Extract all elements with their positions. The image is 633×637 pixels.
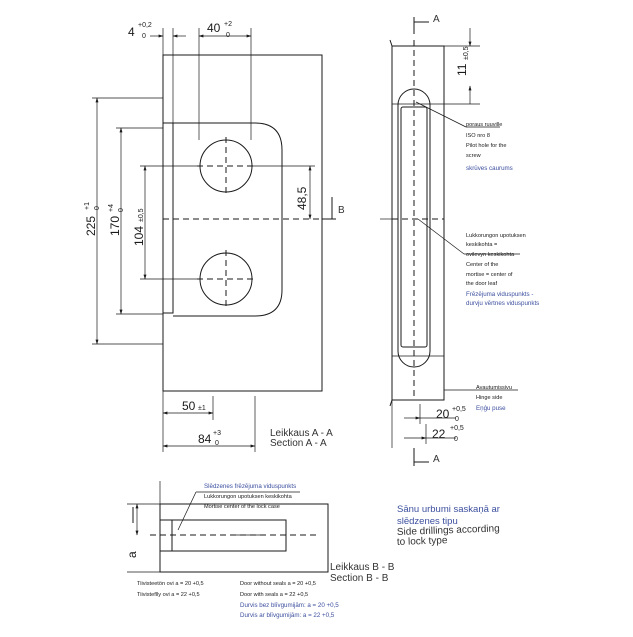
dim-offset: 4: [128, 25, 135, 39]
dim-50: 50: [182, 399, 196, 413]
center-fi-2: keskikohta =: [466, 242, 497, 248]
mortise-pocket: [173, 122, 283, 317]
door-outline: [162, 54, 323, 392]
dim-width-40: 40: [207, 21, 221, 35]
section-label-fi: Leikkaus A - A: [270, 428, 333, 439]
dim-height-225-tol-bottom: 0: [94, 206, 101, 210]
note-fi-1: Tiivisteetön ovi a = 20 +0,5: [137, 581, 204, 587]
dim-11: 11: [455, 63, 469, 76]
dim-22-tol-top: +0,5: [450, 425, 464, 432]
side-view: A A 11 ±0,5 poraus ruuville ISO nro 8 Pi…: [380, 14, 539, 466]
bottom-center-fi: Lukkorungon upotuksen keskikohta: [204, 494, 293, 500]
section-b-fi: Leikkaus B - B: [330, 562, 395, 573]
center-en-1: Center of the: [466, 262, 498, 268]
dim-height-225-tol: +1: [84, 202, 91, 210]
note-en-1: Door without seals a = 20 +0,5: [240, 581, 316, 587]
dim-height-170-tol-bottom: 0: [118, 208, 125, 212]
dim-width-40-tol-bottom: 0: [226, 32, 230, 39]
dim-spacing-104: 104: [132, 226, 146, 246]
hinge-lv: Eņģu puse: [476, 405, 506, 412]
pilot-hole-en-2: screw: [466, 153, 482, 159]
dim-50-tol: ±1: [198, 405, 206, 412]
dim-84-tol-bottom: 0: [215, 440, 219, 447]
bottom-center-en: Mortise center of the lock case: [204, 504, 280, 510]
dim-84: 84: [198, 432, 212, 446]
side-drillings-title-en-2: to lock type: [397, 535, 448, 548]
dim-20: 20: [436, 407, 450, 421]
section-label-en: Section A - A: [270, 438, 327, 449]
note-en-2: Door with seals a = 22 +0,5: [240, 592, 308, 598]
center-lv-2: durvju vērtnes viduspunkts: [466, 300, 539, 307]
door-edge: [391, 45, 445, 401]
note-lv-1: Durvis bez blīvgumijām: a = 20 +0,5: [240, 602, 339, 609]
side-drillings-title-lv-1: Sānu urbumi saskaņā ar: [397, 504, 500, 515]
side-drillings-title-en-1: Side drillings according: [397, 523, 500, 538]
side-drillings-title-lv-2: slēdzenes tipu: [397, 516, 458, 527]
dim-spacing-104-tol: ±0,5: [138, 208, 145, 222]
section-marker-a-bottom: A: [433, 454, 440, 465]
center-lv-1: Frēzējuma viduspunkts -: [466, 291, 533, 298]
dim-height-225: 225: [84, 216, 98, 236]
bottom-center-lv: Slēdzenes frēzējuma viduspunkts: [204, 483, 296, 490]
section-b-en: Section B - B: [330, 573, 389, 584]
pilot-hole-en-1: Pilot hole for the: [466, 143, 506, 149]
pilot-hole-fi-2: ISO nro 8: [466, 133, 490, 139]
dim-22: 22: [432, 427, 446, 441]
pilot-hole-fi-1: poraus ruuville: [466, 122, 502, 128]
hinge-en: Hinge side: [476, 395, 502, 401]
faceplate-strip: [162, 122, 174, 314]
dim-height-170-tol: +4: [108, 204, 115, 212]
dim-48-5: 48,5: [295, 186, 309, 210]
dim-22-tol-bottom: 0: [454, 436, 458, 443]
center-en-2: mortise = center of: [466, 272, 513, 278]
front-view: 4 +0,2 0 40 +2 0 225 +1 0 170 +4 0 104 ±…: [84, 21, 345, 452]
dim-84-tol-top: +3: [213, 430, 221, 437]
lower-hole: [197, 250, 255, 308]
section-marker-b: B: [338, 205, 345, 216]
upper-hole: [197, 137, 255, 195]
dim-width-40-tol-top: +2: [224, 21, 232, 28]
bottom-view: a Slēdzenes frēzējuma viduspunkts Lukkor…: [125, 481, 500, 619]
note-fi-2: Tiivisteflly ovi a = 22 +0,5: [137, 592, 200, 598]
center-en-3: the door leaf: [466, 281, 498, 287]
center-fi-1: Lukkorungon upotuksen: [466, 233, 526, 239]
pilot-hole-lv: skrūves caurums: [466, 165, 513, 172]
dim-a: a: [125, 551, 139, 558]
dim-offset-tol-bottom: 0: [142, 33, 146, 40]
dim-11-tol: ±0,5: [463, 46, 470, 60]
dim-20-tol-top: +0,5: [452, 406, 466, 413]
hinge-fi: Avautumissivu: [476, 385, 512, 391]
dim-height-170: 170: [108, 216, 122, 236]
mortise-inner: [400, 106, 428, 348]
dim-offset-tol-top: +0,2: [138, 22, 152, 29]
center-fi-3: ovilevyn keskikohta: [466, 252, 515, 258]
note-lv-2: Durvis ar blīvgumijām: a = 22 +0,5: [240, 612, 335, 619]
dim-20-tol-bottom: 0: [455, 416, 459, 423]
section-marker-a-top: A: [433, 14, 440, 25]
